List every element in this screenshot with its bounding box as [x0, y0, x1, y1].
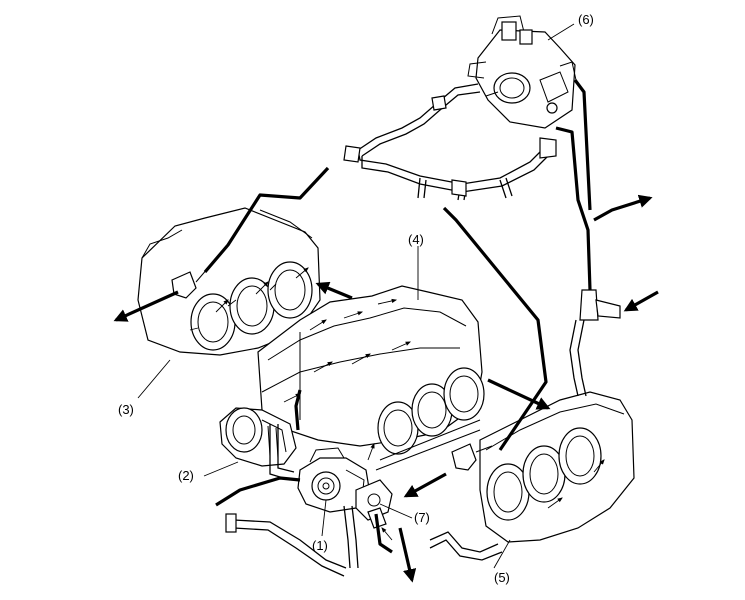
thermostat-housing: [355, 479, 393, 529]
label-part-6: (6): [578, 12, 594, 27]
label-part-5: (5): [494, 570, 510, 585]
label-part-4: (4): [408, 232, 424, 247]
coolant-flow-paths: [113, 79, 659, 583]
label-part-7: (7): [414, 510, 430, 525]
internal-flow-arrows: [215, 267, 605, 541]
label-part-2: (2): [178, 468, 194, 483]
label-part-1: (1): [312, 538, 328, 553]
water-pump: [297, 447, 371, 513]
throttle-body: [467, 15, 577, 129]
callout-leaders: [137, 23, 575, 569]
right-cylinder-head: [451, 391, 635, 543]
label-part-3: (3): [118, 402, 134, 417]
engine-block: [257, 285, 485, 471]
bypass-hose: [569, 289, 621, 397]
oil-cooler: [219, 407, 297, 467]
coolant-hose-assembly: [343, 83, 557, 201]
left-cylinder-head: [137, 207, 321, 356]
